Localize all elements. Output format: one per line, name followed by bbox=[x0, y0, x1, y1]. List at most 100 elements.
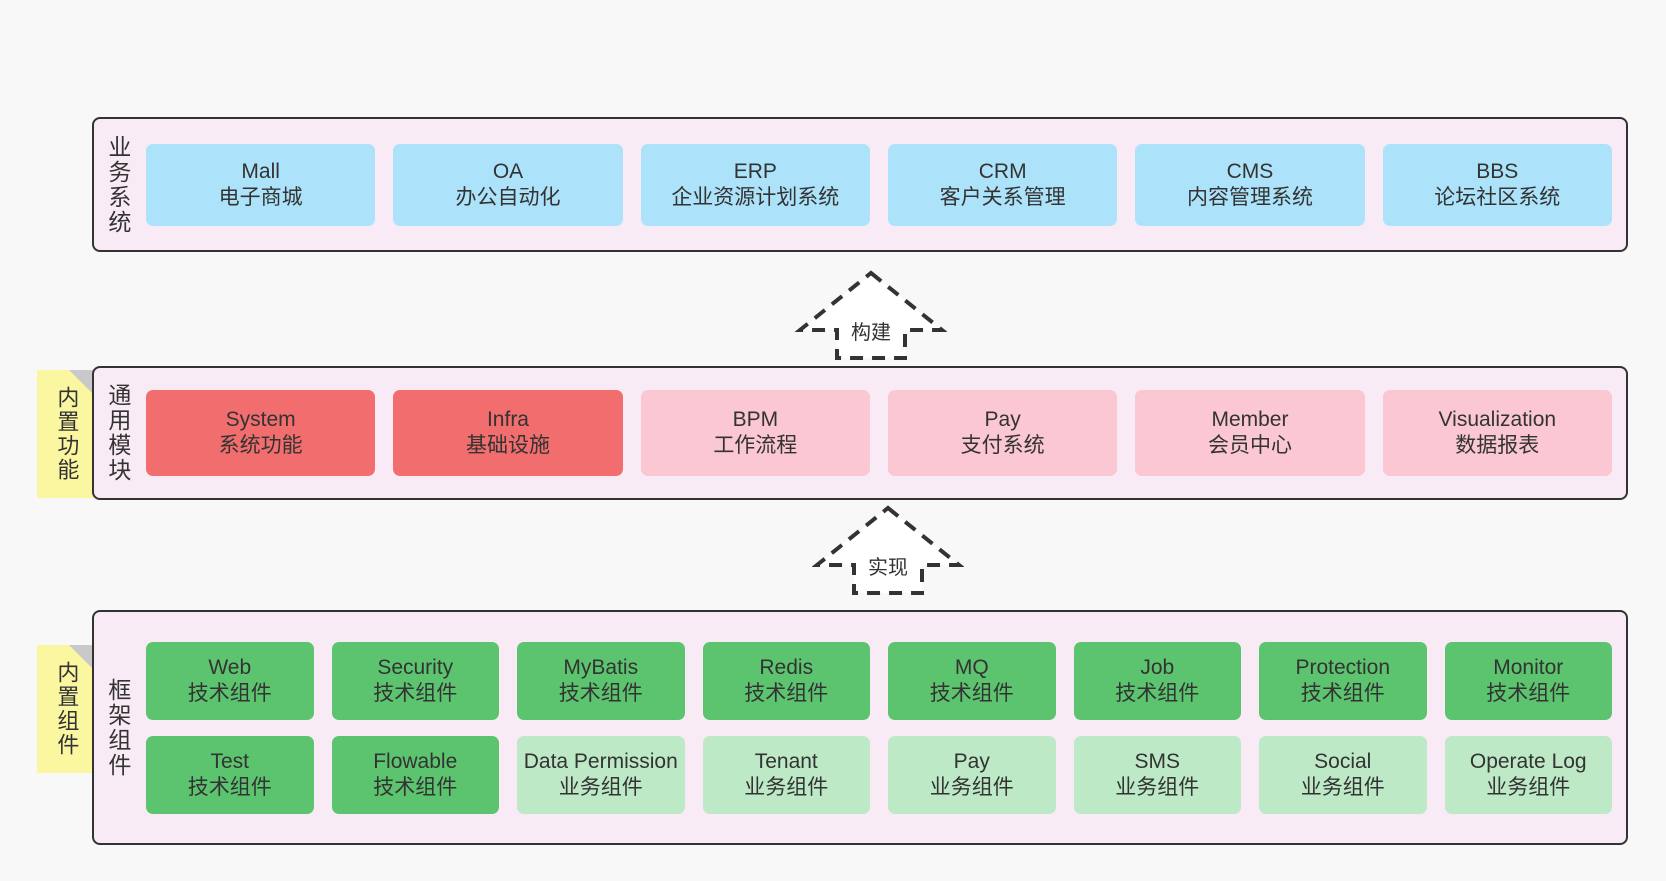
node-title: Infra bbox=[486, 408, 529, 432]
node-pay-component[interactable]: Pay 业务组件 bbox=[888, 735, 1056, 814]
layer-title-common-module: 通用模块 bbox=[104, 383, 131, 483]
node-bbs[interactable]: BBS 论坛社区系统 bbox=[1382, 143, 1612, 226]
node-subtitle: 内容管理系统 bbox=[1186, 185, 1313, 209]
node-row: System 系统功能 Infra 基础设施 BPM 工作流程 Pay 支付系统… bbox=[146, 390, 1612, 476]
sticky-note-label: 内置组件 bbox=[54, 661, 80, 757]
connector-implement-arrow: 实现 bbox=[812, 503, 964, 598]
node-infra[interactable]: Infra 基础设施 bbox=[393, 390, 623, 476]
node-subtitle: 数据报表 bbox=[1455, 434, 1540, 457]
node-subtitle: 技术组件 bbox=[929, 681, 1014, 705]
node-title: CMS bbox=[1226, 159, 1274, 183]
node-title: Security bbox=[377, 655, 454, 679]
node-system[interactable]: System 系统功能 bbox=[146, 390, 376, 476]
node-security[interactable]: Security 技术组件 bbox=[331, 641, 499, 720]
node-subtitle: 业务组件 bbox=[1486, 775, 1571, 799]
node-title: Member bbox=[1211, 408, 1289, 432]
node-title: BPM bbox=[732, 408, 779, 432]
node-subtitle: 系统功能 bbox=[218, 434, 303, 457]
node-subtitle: 技术组件 bbox=[1300, 681, 1385, 705]
node-subtitle: 工作流程 bbox=[713, 434, 798, 457]
node-cms[interactable]: CMS 内容管理系统 bbox=[1135, 143, 1365, 226]
node-subtitle: 办公自动化 bbox=[455, 185, 561, 209]
node-test[interactable]: Test 技术组件 bbox=[146, 735, 314, 814]
sticky-note-builtin-component: 内置组件 bbox=[37, 645, 95, 773]
node-title: System bbox=[225, 408, 296, 432]
layer-framework-component: 框架组件 Web 技术组件 Security 技术组件 MyBatis 技术组件… bbox=[92, 610, 1628, 845]
node-title: OA bbox=[492, 159, 524, 183]
node-title: Visualization bbox=[1438, 408, 1557, 432]
layer-body-business: Mall 电子商城 OA 办公自动化 ERP 企业资源计划系统 CRM 客户关系… bbox=[140, 119, 1626, 250]
node-title: MQ bbox=[954, 655, 989, 679]
sticky-note-label: 内置功能 bbox=[54, 386, 80, 482]
layer-title-business: 业务系统 bbox=[104, 134, 131, 235]
node-subtitle: 论坛社区系统 bbox=[1434, 185, 1561, 209]
layer-business-system: 业务系统 Mall 电子商城 OA 办公自动化 ERP 企业资源计划系统 CRM… bbox=[92, 117, 1628, 252]
node-subtitle: 支付系统 bbox=[960, 434, 1045, 457]
node-subtitle: 技术组件 bbox=[744, 681, 829, 705]
node-title: SMS bbox=[1134, 749, 1180, 773]
node-title: MyBatis bbox=[563, 655, 639, 679]
node-subtitle: 企业资源计划系统 bbox=[671, 185, 840, 209]
sticky-note-builtin-function: 内置功能 bbox=[37, 370, 95, 498]
node-mall[interactable]: Mall 电子商城 bbox=[146, 143, 376, 226]
node-bpm[interactable]: BPM 工作流程 bbox=[640, 390, 870, 476]
node-flowable[interactable]: Flowable 技术组件 bbox=[331, 735, 499, 814]
node-subtitle: 技术组件 bbox=[373, 775, 458, 799]
node-title: Test bbox=[210, 749, 249, 773]
node-crm[interactable]: CRM 客户关系管理 bbox=[887, 143, 1118, 226]
node-tenant[interactable]: Tenant 业务组件 bbox=[702, 735, 870, 814]
layer-common-module: 通用模块 System 系统功能 Infra 基础设施 BPM 工作流程 Pay… bbox=[92, 366, 1628, 500]
node-social[interactable]: Social 业务组件 bbox=[1259, 735, 1427, 814]
layer-body-framework: Web 技术组件 Security 技术组件 MyBatis 技术组件 Redi… bbox=[140, 612, 1626, 843]
node-subtitle: 技术组件 bbox=[187, 775, 272, 799]
node-mq[interactable]: MQ 技术组件 bbox=[888, 641, 1056, 720]
node-subtitle: 技术组件 bbox=[1115, 681, 1200, 705]
node-title: Pay bbox=[953, 749, 990, 773]
node-web[interactable]: Web 技术组件 bbox=[146, 641, 314, 720]
node-row: Test 技术组件 Flowable 技术组件 Data Permission … bbox=[146, 735, 1612, 814]
node-title: BBS bbox=[1476, 159, 1519, 183]
node-title: Mall bbox=[241, 159, 280, 183]
node-title: Web bbox=[208, 655, 252, 679]
node-operate-log[interactable]: Operate Log 业务组件 bbox=[1444, 735, 1612, 814]
node-member[interactable]: Member 会员中心 bbox=[1135, 390, 1365, 476]
node-title: Flowable bbox=[373, 749, 458, 773]
node-subtitle: 客户关系管理 bbox=[939, 185, 1066, 209]
node-data-permission[interactable]: Data Permission 业务组件 bbox=[517, 735, 685, 814]
node-erp[interactable]: ERP 企业资源计划系统 bbox=[640, 143, 870, 226]
node-protection[interactable]: Protection 技术组件 bbox=[1259, 641, 1427, 720]
note-fold-corner bbox=[69, 645, 95, 671]
node-subtitle: 业务组件 bbox=[558, 775, 643, 799]
node-title: Redis bbox=[759, 655, 814, 679]
node-monitor[interactable]: Monitor 技术组件 bbox=[1444, 641, 1612, 720]
node-subtitle: 会员中心 bbox=[1207, 434, 1292, 457]
node-job[interactable]: Job 技术组件 bbox=[1073, 641, 1241, 720]
node-title: Protection bbox=[1295, 655, 1391, 679]
node-visualization[interactable]: Visualization 数据报表 bbox=[1382, 390, 1612, 476]
node-pay-module[interactable]: Pay 支付系统 bbox=[887, 390, 1118, 476]
node-title: Monitor bbox=[1493, 655, 1564, 679]
node-subtitle: 业务组件 bbox=[1115, 775, 1200, 799]
node-subtitle: 技术组件 bbox=[187, 681, 272, 705]
node-row: Mall 电子商城 OA 办公自动化 ERP 企业资源计划系统 CRM 客户关系… bbox=[146, 143, 1612, 226]
note-fold-corner bbox=[69, 370, 95, 396]
node-subtitle: 业务组件 bbox=[929, 775, 1014, 799]
node-subtitle: 技术组件 bbox=[558, 681, 643, 705]
node-title: Data Permission bbox=[523, 749, 678, 773]
node-sms[interactable]: SMS 业务组件 bbox=[1073, 735, 1241, 814]
layer-body-common-module: System 系统功能 Infra 基础设施 BPM 工作流程 Pay 支付系统… bbox=[140, 368, 1626, 498]
node-redis[interactable]: Redis 技术组件 bbox=[702, 641, 870, 720]
node-subtitle: 业务组件 bbox=[744, 775, 829, 799]
node-row: Web 技术组件 Security 技术组件 MyBatis 技术组件 Redi… bbox=[146, 641, 1612, 720]
node-subtitle: 电子商城 bbox=[218, 185, 303, 209]
node-title: Operate Log bbox=[1469, 749, 1587, 773]
node-title: Tenant bbox=[754, 749, 818, 773]
layer-title-framework: 框架组件 bbox=[104, 677, 131, 778]
node-subtitle: 基础设施 bbox=[465, 434, 550, 457]
node-title: Social bbox=[1314, 749, 1372, 773]
node-oa[interactable]: OA 办公自动化 bbox=[393, 143, 623, 226]
node-title: Pay bbox=[984, 408, 1021, 432]
node-title: CRM bbox=[978, 159, 1027, 183]
node-mybatis[interactable]: MyBatis 技术组件 bbox=[517, 641, 685, 720]
